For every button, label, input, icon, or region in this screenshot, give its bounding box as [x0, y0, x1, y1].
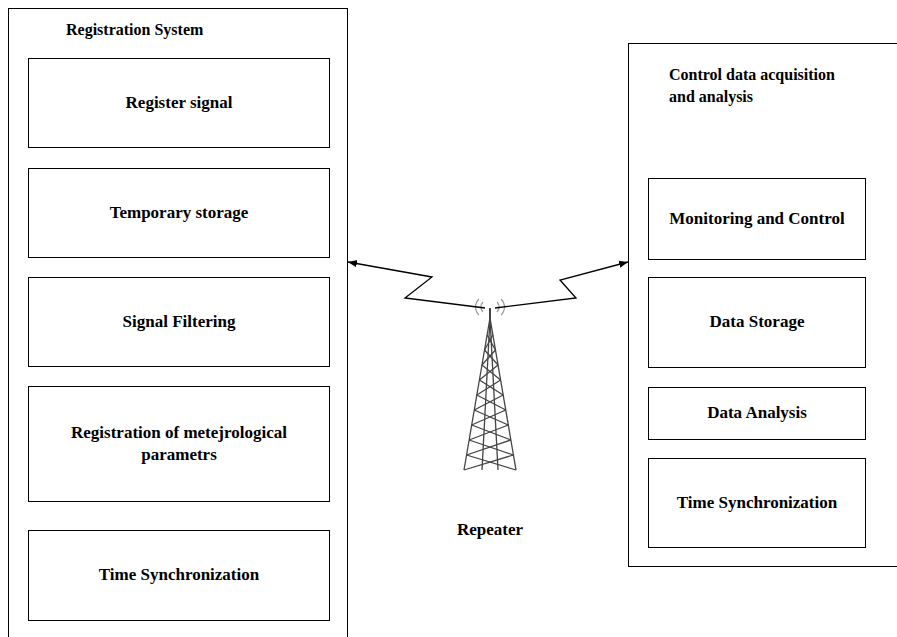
process-box: Register signal [28, 58, 330, 148]
process-box: Registration of metejrological parametrs [28, 386, 330, 502]
process-box: Monitoring and Control [648, 178, 866, 260]
process-box: Data Storage [648, 277, 866, 368]
box-label: Data Storage [710, 311, 805, 333]
panel-heading: Control data acquisition and analysis [669, 64, 841, 109]
radio-link [495, 262, 628, 308]
box-label: Temporary storage [110, 202, 249, 224]
box-label: Signal Filtering [123, 311, 236, 333]
box-label: Time Synchronization [677, 492, 837, 514]
panel-heading: Registration System [66, 19, 203, 41]
repeater-node: Repeater [440, 308, 540, 548]
system-panel: Registration SystemRegister signalTempor… [8, 8, 348, 637]
box-label: Repeater [455, 520, 525, 540]
box-label: Monitoring and Control [669, 208, 844, 230]
process-box: Signal Filtering [28, 277, 330, 367]
process-box: Data Analysis [648, 387, 866, 440]
box-label: Register signal [126, 92, 233, 114]
process-box: Time Synchronization [28, 530, 330, 621]
box-label: Registration of metejrological parametrs [37, 422, 321, 466]
radio-link [348, 262, 485, 308]
tower-lattice [464, 308, 516, 470]
box-label: Time Synchronization [99, 564, 259, 586]
box-label: Data Analysis [707, 402, 807, 424]
process-box: Time Synchronization [648, 458, 866, 548]
system-panel: Control data acquisition and analysisMon… [628, 43, 897, 567]
process-box: Temporary storage [28, 168, 330, 258]
